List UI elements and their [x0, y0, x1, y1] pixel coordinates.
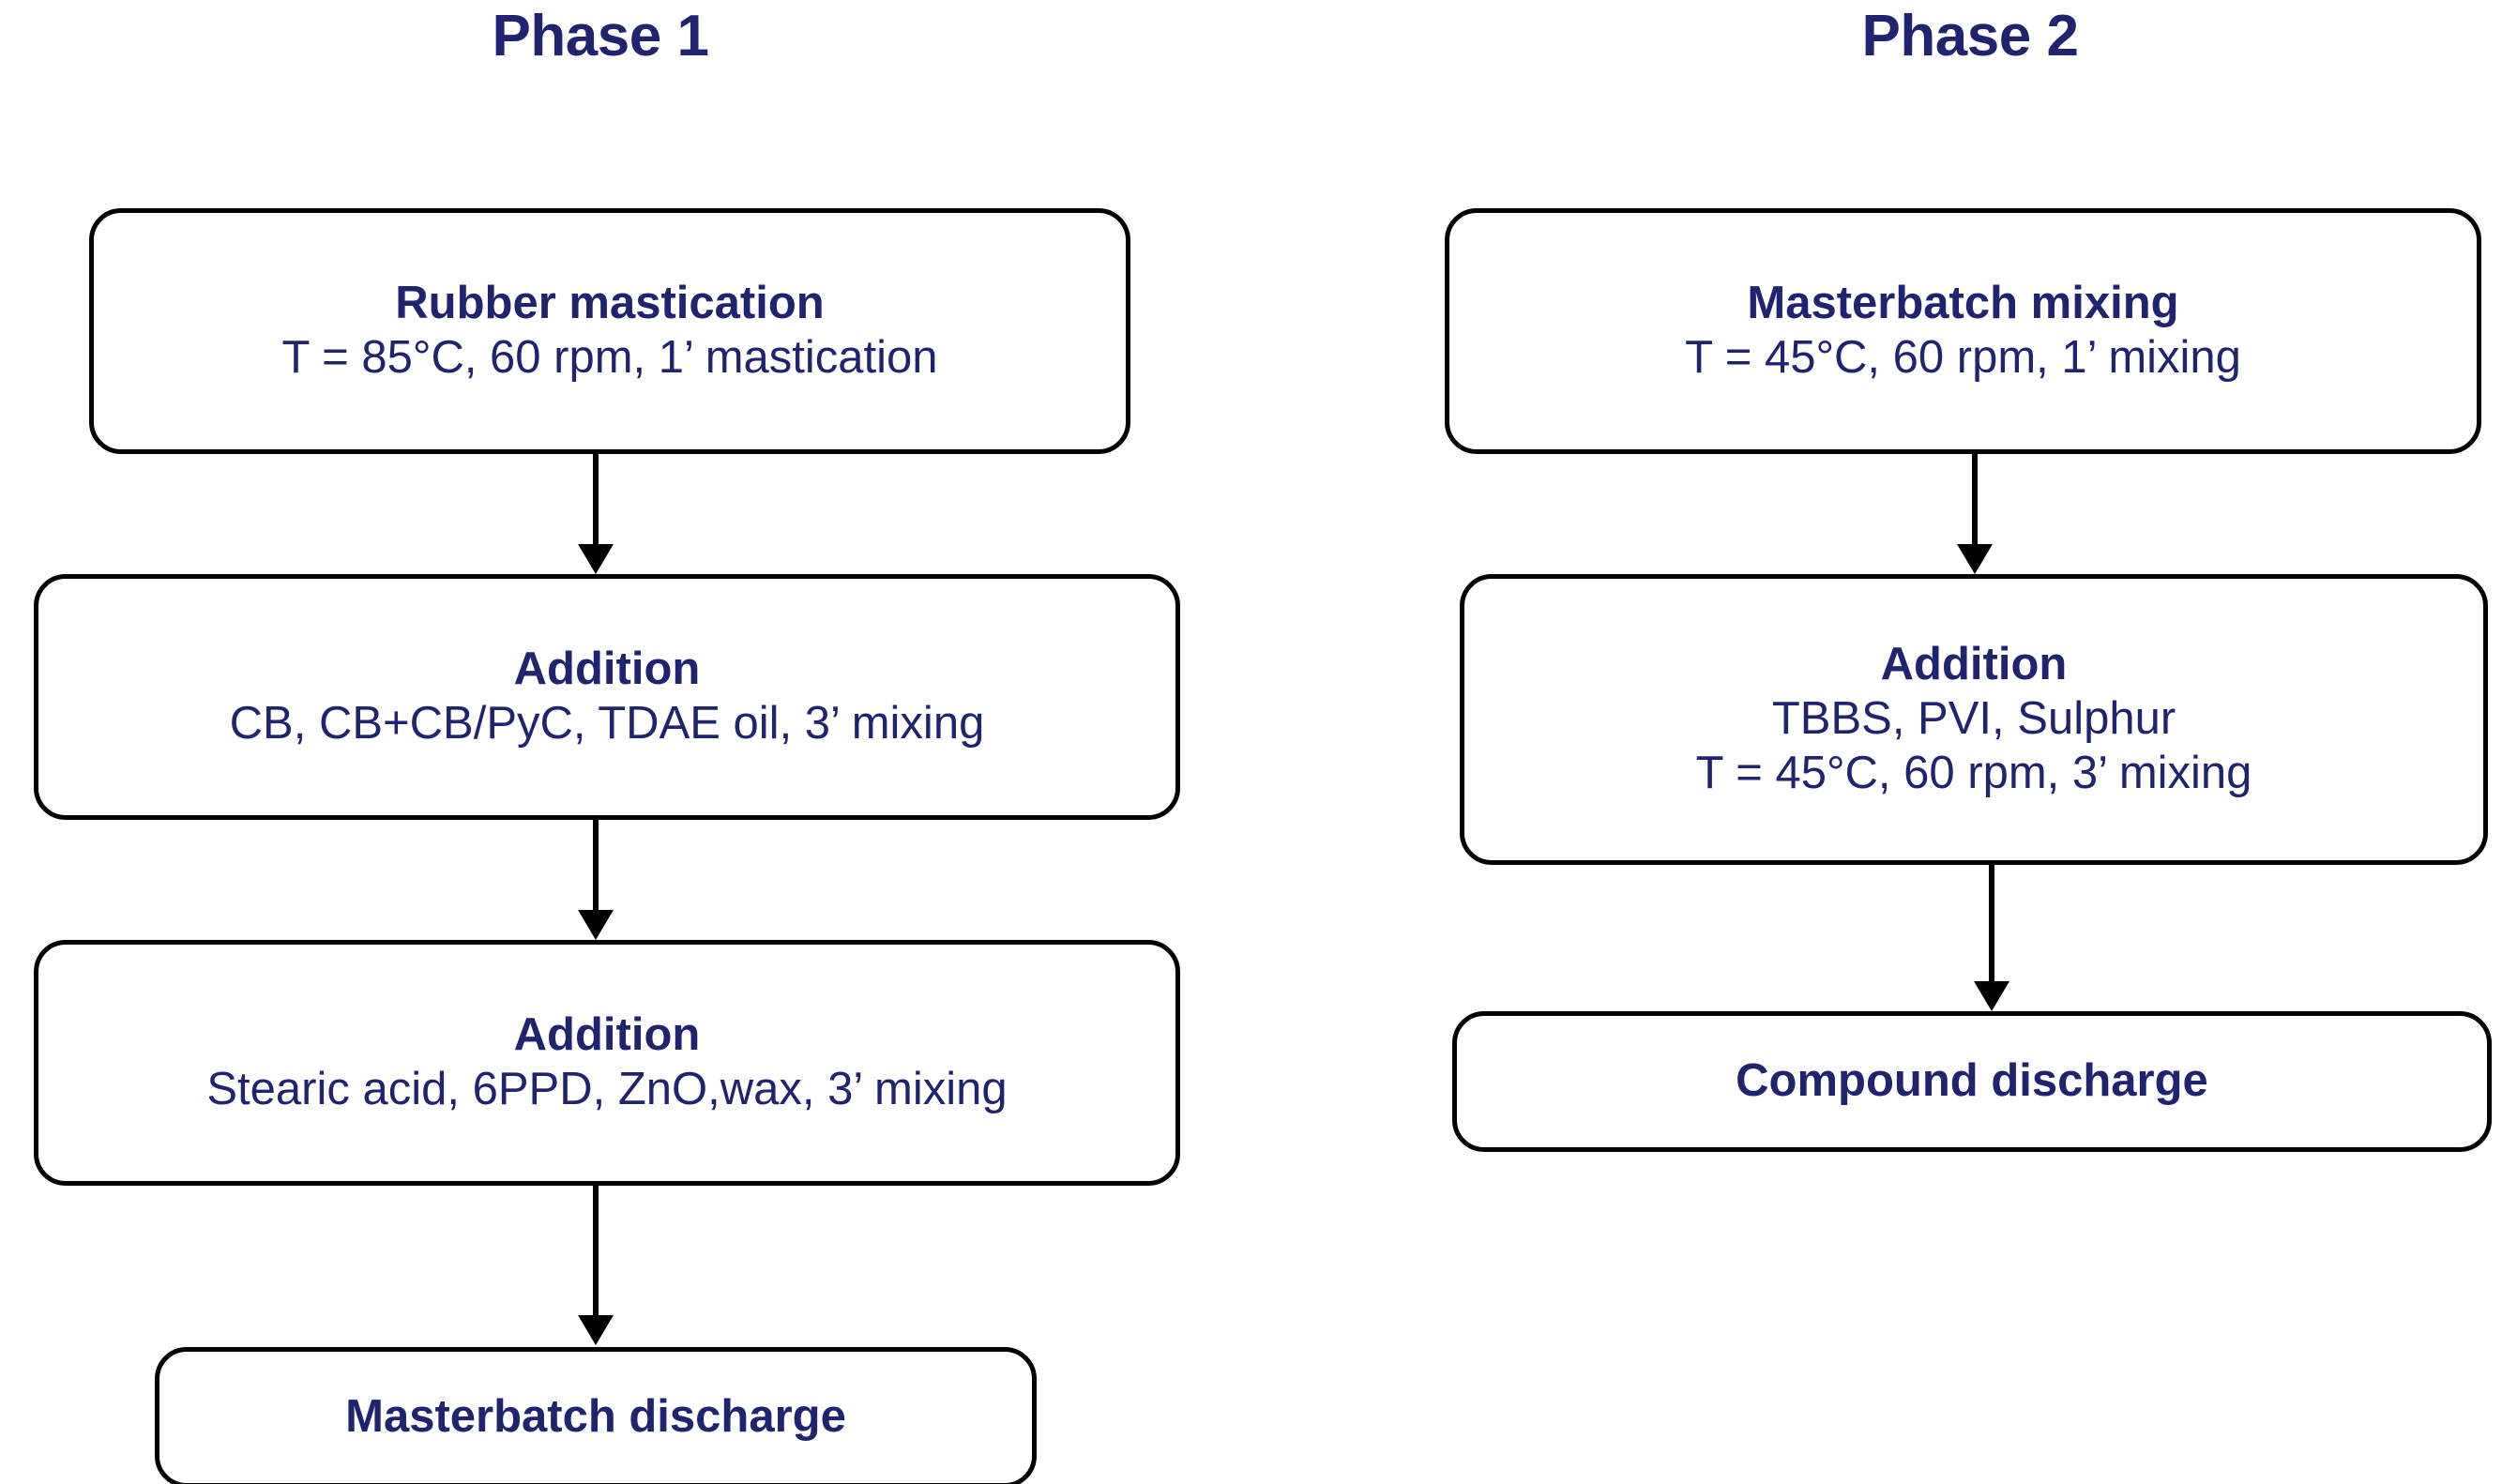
arrow-activators-to-masterbatch-discharge	[577, 1186, 614, 1345]
node-title: Rubber mastication	[395, 278, 825, 329]
arrow-shaft	[593, 820, 599, 910]
arrow-shaft	[1972, 454, 1978, 544]
node-addition-activators[interactable]: Addition Stearic acid, 6PPD, ZnO,wax, 3’…	[34, 940, 1180, 1186]
node-compound-discharge[interactable]: Compound discharge	[1452, 1011, 2492, 1152]
arrow-head	[1957, 544, 1993, 574]
arrow-shaft	[1989, 865, 1994, 981]
arrow-head	[578, 910, 614, 940]
node-detail-line: T = 85°C, 60 rpm, 1’ mastication	[281, 332, 938, 383]
arrow-shaft	[593, 454, 599, 544]
node-masterbatch-discharge[interactable]: Masterbatch discharge	[155, 1347, 1037, 1484]
node-masterbatch-mixing[interactable]: Masterbatch mixing T = 45°C, 60 rpm, 1’ …	[1445, 208, 2481, 454]
arrow-masterbatch-mixing-to-addition	[1956, 454, 1994, 574]
node-rubber-mastication[interactable]: Rubber mastication T = 85°C, 60 rpm, 1’ …	[89, 208, 1130, 454]
node-detail-line: CB, CB+CB/PyC, TDAE oil, 3’ mixing	[229, 698, 985, 749]
node-detail-line: Stearic acid, 6PPD, ZnO,wax, 3’ mixing	[206, 1064, 1008, 1114]
arrow-shaft	[593, 1186, 599, 1315]
node-addition-fillers[interactable]: Addition CB, CB+CB/PyC, TDAE oil, 3’ mix…	[34, 574, 1180, 820]
arrow-head	[578, 1315, 614, 1345]
phase-2-heading: Phase 2	[1861, 4, 2079, 68]
arrow-curatives-to-compound-discharge	[1973, 865, 2010, 1011]
node-title: Addition	[513, 644, 701, 695]
node-title: Addition	[513, 1009, 701, 1061]
arrow-mastication-to-addition	[577, 454, 614, 574]
node-addition-curatives[interactable]: Addition TBBS, PVI, Sulphur T = 45°C, 60…	[1460, 574, 2488, 865]
node-title: Compound discharge	[1736, 1055, 2208, 1107]
node-title: Masterbatch discharge	[345, 1391, 846, 1443]
node-detail-line: TBBS, PVI, Sulphur	[1771, 693, 2176, 745]
node-title: Masterbatch mixing	[1747, 278, 2179, 329]
node-detail-line: T = 45°C, 60 rpm, 3’ mixing	[1695, 747, 2252, 798]
arrow-fillers-to-activators	[577, 820, 614, 940]
arrow-head	[1974, 981, 2009, 1011]
node-title: Addition	[1880, 639, 2068, 690]
phase-1-heading: Phase 1	[492, 4, 709, 68]
arrow-head	[578, 544, 614, 574]
node-detail-line: T = 45°C, 60 rpm, 1’ mixing	[1685, 332, 2241, 383]
